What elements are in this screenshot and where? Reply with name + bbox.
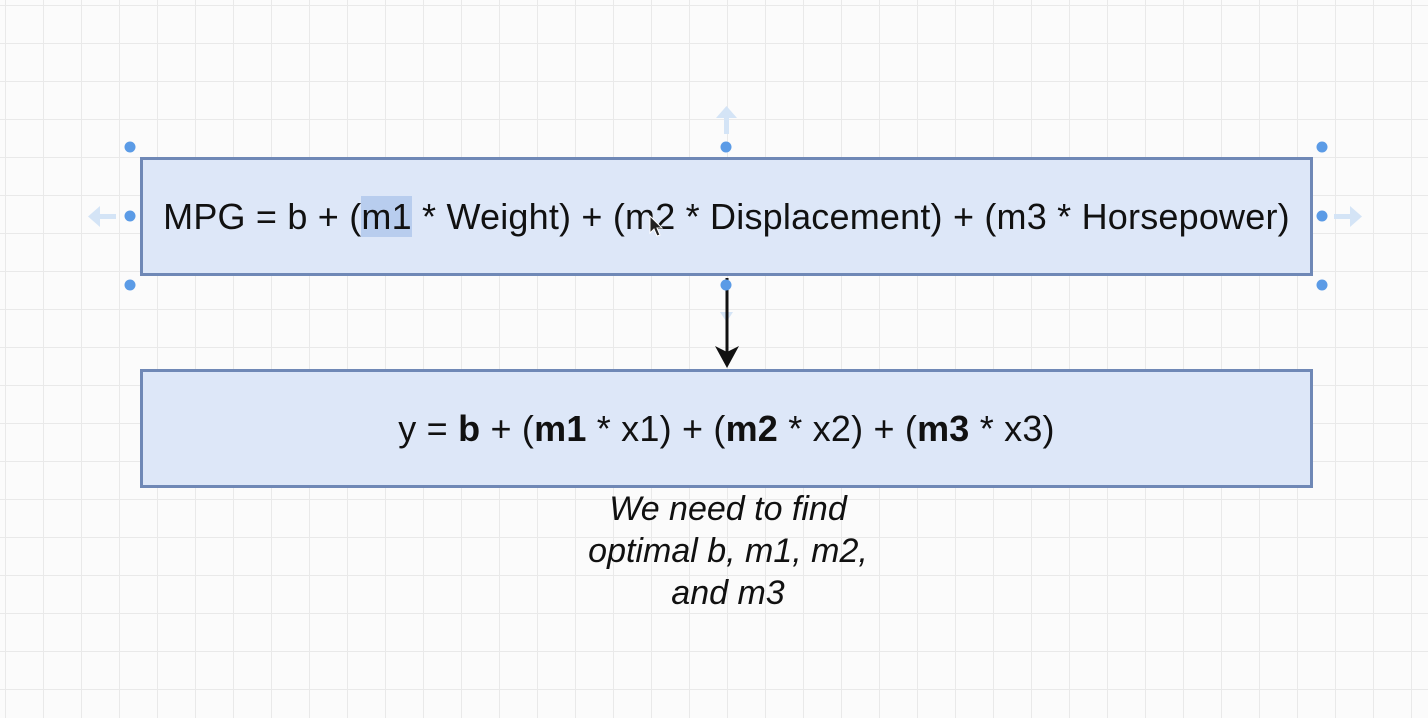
bold-term-m1: m1 bbox=[534, 407, 587, 449]
selection-handle bbox=[124, 210, 136, 222]
selection-handle bbox=[720, 279, 732, 291]
note-line: We need to find bbox=[609, 490, 847, 528]
bold-term-m3: m3 bbox=[917, 407, 970, 449]
arrow-down-icon bbox=[715, 346, 739, 368]
formula-text-part: * x2) + ( bbox=[778, 407, 918, 449]
generic-formula-box[interactable]: y = b + (m1 * x1) + (m2 * x2) + (m3 * x3… bbox=[140, 369, 1313, 488]
formula-text-part: * x3) bbox=[969, 407, 1055, 449]
selection-handle bbox=[1316, 279, 1328, 291]
formula-text-part: y = bbox=[398, 407, 459, 449]
formula-text-part: * Weight) + (m2 * Displacement) + (m3 * … bbox=[411, 195, 1290, 237]
bold-term-b: b bbox=[458, 407, 481, 449]
selection-handle bbox=[124, 141, 136, 153]
note-line: and m3 bbox=[671, 574, 785, 612]
arrow-down-faint-icon bbox=[720, 312, 733, 322]
mpg-formula-box[interactable]: MPG = b + (m1 * Weight) + (m2 * Displace… bbox=[140, 157, 1313, 276]
arrow-up-icon[interactable] bbox=[716, 106, 737, 134]
formula-text-part: + ( bbox=[480, 407, 535, 449]
arrow-left-icon[interactable] bbox=[88, 206, 116, 227]
formula-text-part: * x1) + ( bbox=[586, 407, 726, 449]
selection-handle bbox=[124, 279, 136, 291]
connector-arrow[interactable] bbox=[715, 278, 739, 368]
generic-formula-text: y = b + (m1 * x1) + (m2 * x2) + (m3 * x3… bbox=[398, 408, 1055, 450]
selection-handle bbox=[1316, 210, 1328, 222]
selection-handle bbox=[720, 141, 732, 153]
note-line: optimal b, m1, m2, bbox=[588, 532, 868, 570]
arrow-right-icon[interactable] bbox=[1334, 206, 1362, 227]
highlighted-text-m1: m1 bbox=[361, 195, 412, 237]
selection-handle bbox=[1316, 141, 1328, 153]
formula-text-part: MPG = b + ( bbox=[163, 195, 362, 237]
mpg-formula-text: MPG = b + (m1 * Weight) + (m2 * Displace… bbox=[163, 195, 1290, 238]
bold-term-m2: m2 bbox=[725, 407, 779, 449]
note-text[interactable]: We need to find optimal b, m1, m2, and m… bbox=[528, 488, 928, 614]
